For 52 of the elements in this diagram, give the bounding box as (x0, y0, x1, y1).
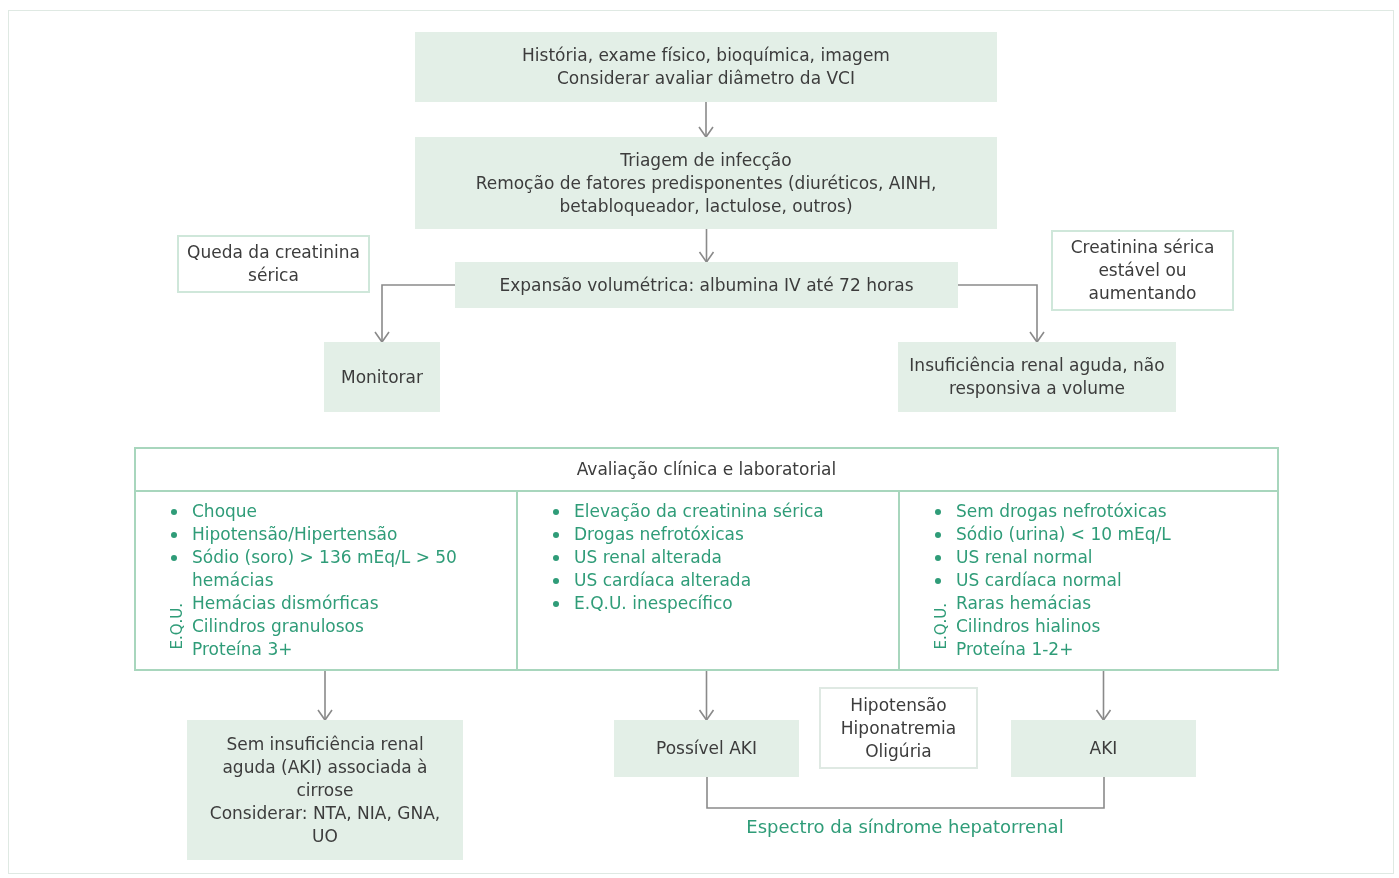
node-text: Insuficiência renal aguda, não responsiva a volume (908, 354, 1166, 400)
node-text: Considerar avaliar diâmetro da VCI (557, 67, 855, 90)
list-item: US renal normal (932, 546, 1093, 569)
list-item: E.Q.U. inespecífico (550, 592, 733, 615)
process-box (324, 342, 440, 412)
edge-label: Queda da creatinina sérica (177, 235, 370, 293)
node-text: Remoção de fatores predisponentes (diuréticos, AINH, betabloqueador, lactulose, outros) (474, 171, 938, 218)
vertical-label: E.Q.U. (932, 603, 950, 650)
arrow (698, 101, 714, 138)
list-item: Choque (168, 500, 258, 523)
list-item: Drogas nefrotóxicas (550, 523, 744, 546)
list-item: Sódio (soro) > 136 mEq/L > 50 hemácias (168, 546, 516, 592)
node-text: Hipotensão (850, 693, 947, 717)
process-box (415, 32, 997, 102)
list-item: Proteína 1-2+ (956, 638, 1075, 661)
note-box (819, 687, 978, 769)
list-item: US renal alterada (550, 546, 722, 569)
bracket-caption: Espectro da síndrome hepatorrenal (746, 816, 1064, 837)
node-text: Oligúria (865, 739, 932, 763)
node-text: Triagem de infecção (620, 148, 792, 172)
process-box (898, 342, 1176, 412)
vertical-label: E.Q.U. (168, 603, 186, 650)
list-item: Cilindros hialinos (956, 615, 1101, 638)
list-item: Hemácias dismórficas (192, 592, 379, 615)
process-box (614, 720, 799, 777)
node-text: AKI (1089, 737, 1118, 760)
table-header: Avaliação clínica e laboratorial (136, 449, 1277, 492)
list-item: Hipotensão/Hipertensão (168, 523, 398, 546)
list-item: US cardíaca alterada (550, 569, 752, 592)
edge-label: Creatinina sérica estável ou aumentando (1051, 230, 1234, 311)
node-text: História, exame físico, bioquímica, imagem (522, 44, 890, 67)
list-item: Elevação da creatinina sérica (550, 500, 824, 523)
arrow (374, 284, 456, 343)
list-item: Cilindros granulosos (192, 615, 365, 638)
arrow (698, 228, 715, 263)
node-text: Hiponatremia (840, 716, 957, 740)
list-item: Sódio (urina) < 10 mEq/L (932, 523, 1171, 546)
node-text: Monitorar (341, 365, 423, 389)
list-item: Sem drogas nefrotóxicas (932, 500, 1167, 523)
process-box (455, 262, 958, 308)
list-item: Proteína 3+ (192, 638, 294, 661)
table-frame (134, 447, 1279, 671)
node-text: Considerar: NTA, NIA, GNA, UO (208, 801, 442, 848)
node-text: Expansão volumétrica: albumina IV até 72 horas (499, 273, 914, 297)
arrow (957, 284, 1045, 343)
process-box (415, 137, 997, 229)
process-box (187, 720, 463, 860)
list-item: US cardíaca normal (932, 569, 1122, 592)
node-text: Sem insuficiência renal aguda (AKI) associada à cirrose (221, 732, 429, 802)
process-box (1011, 720, 1196, 777)
node-text: Possível AKI (656, 737, 757, 760)
list-item: Raras hemácias (956, 592, 1093, 615)
